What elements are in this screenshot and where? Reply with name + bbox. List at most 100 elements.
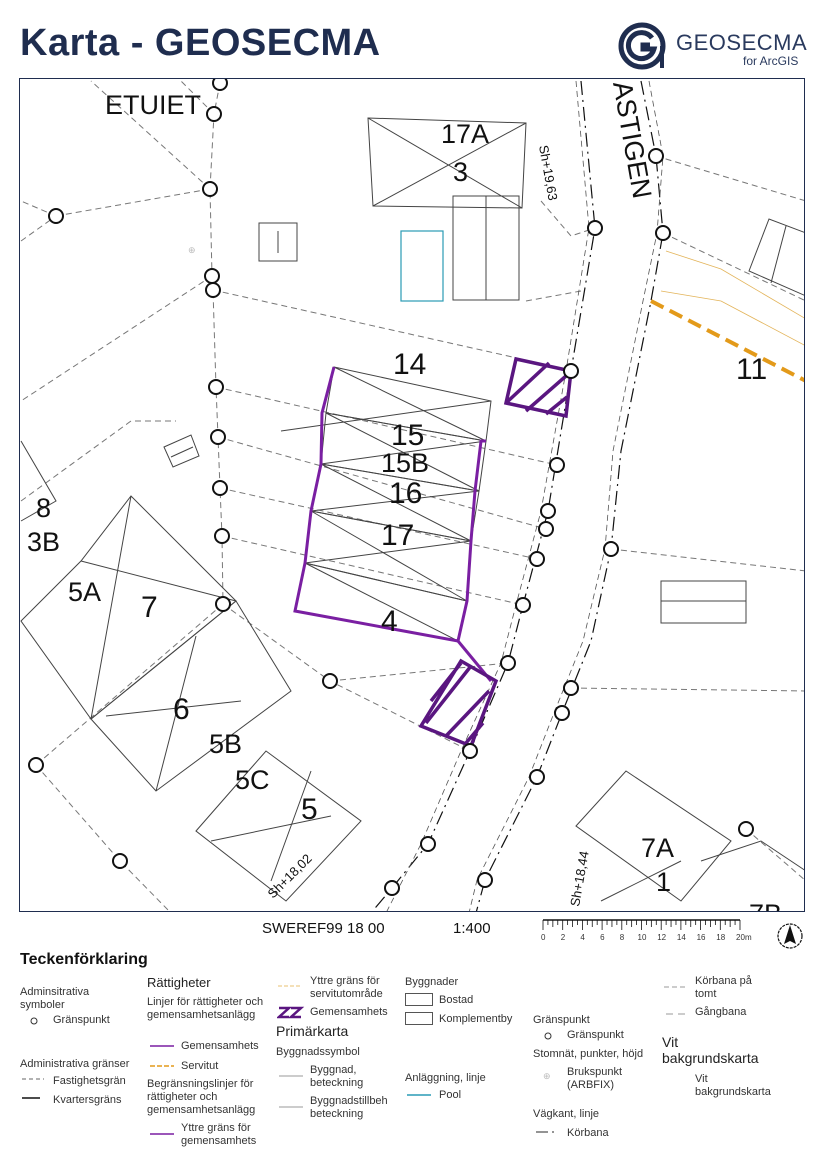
purple-line-icon: [150, 1133, 174, 1135]
legend-heading: Anläggning, linje: [405, 1072, 486, 1084]
scale-tick-label: 2: [561, 933, 566, 942]
scale-tick-label: 16: [697, 933, 706, 942]
scale-tick-label: 14: [677, 933, 686, 942]
parcel-label: 5B: [209, 729, 242, 759]
parcel-label: 5C: [235, 765, 270, 795]
legend-item: Vit bakgrundskarta: [695, 1073, 771, 1098]
legend-item: Byggnadstillbeh beteckning: [310, 1095, 388, 1120]
light-orange-dashed-line-icon: [278, 985, 302, 987]
pool-line-icon: [407, 1094, 431, 1096]
hatched-area-icon: [277, 1006, 305, 1019]
north-arrow-icon: [777, 923, 803, 949]
parcel-label: 5: [301, 793, 318, 826]
scale-tick-label: 0: [541, 933, 546, 942]
street-label: ETUIET: [105, 90, 201, 120]
legend-item: Gemensamhets: [310, 1006, 388, 1018]
pool-outline: [400, 230, 444, 302]
scale-tick-label: 6: [600, 933, 605, 942]
legend-item: Servitut: [181, 1060, 219, 1072]
parcel-label: 1: [656, 867, 671, 897]
solid-line-icon: [22, 1097, 40, 1099]
map-scale: 1:400: [453, 920, 491, 937]
dashed-line-icon: [22, 1078, 44, 1080]
logo-text: GEOSECMA: [676, 30, 808, 55]
scale-tick-label: 12: [657, 933, 666, 942]
legend-item: Fastighetsgrän: [53, 1075, 126, 1087]
dashed-line-icon: [666, 1013, 688, 1015]
reference-system: SWEREF99 18 00: [262, 920, 385, 937]
legend-heading: Primärkarta: [276, 1023, 349, 1039]
parcel-label: 3B: [27, 527, 60, 557]
brukspunkt-icon: ⊕: [188, 245, 196, 255]
parcel-label: 16: [389, 477, 422, 510]
parcel-label: 7B: [749, 899, 782, 912]
parcel-label: 14: [393, 348, 426, 381]
boundary-points: [28, 79, 754, 896]
legend-item: Yttre gräns för gemensamhets: [181, 1122, 257, 1147]
parcel-label: 4: [381, 605, 398, 638]
logo-subtext: for ArcGIS: [743, 54, 799, 68]
legend-item: Gemensamhets: [181, 1040, 259, 1052]
parcel-label: 15: [391, 419, 424, 452]
legend-item: Gångbana: [695, 1006, 747, 1018]
legend-item: Körbana: [567, 1127, 609, 1139]
legend-item: Yttre gräns för servitutområde: [310, 975, 383, 1000]
height-label: Sh+19,63: [536, 144, 561, 202]
scale-tick-label: 4: [580, 933, 585, 942]
legend-item: Byggnad, beteckning: [310, 1064, 364, 1089]
street-label: ASTIGEN: [607, 79, 657, 201]
legend-heading: Administrativa gränser: [20, 1058, 130, 1070]
page-title: Karta - GEOSECMA: [20, 22, 381, 64]
legend-heading: Gränspunkt: [533, 1014, 590, 1026]
road-edges-inner: [386, 80, 664, 911]
legend-heading: Begränsningslinjer för rättigheter och g…: [147, 1078, 256, 1116]
scale-bar: 0 2 4 6 8 10 12 14 16 18 20 m: [541, 919, 752, 942]
parcel-label: 7: [141, 591, 158, 624]
height-label: Sh+18,44: [567, 850, 592, 908]
scale-tick-label: 10: [638, 933, 647, 942]
gemensamhets-area: [418, 356, 573, 749]
scale-tick-label: 18: [716, 933, 725, 942]
parcel-label: 7A: [641, 833, 674, 863]
parcel-label: 11: [736, 353, 767, 386]
boundary-point-icon: [544, 1032, 552, 1040]
parcel-label: 6: [173, 693, 190, 726]
scale-unit: m: [745, 933, 752, 942]
map-frame[interactable]: ETUIET ASTIGEN 17A 3 Sh+19,63 14 15 15B …: [19, 78, 805, 912]
legend-item: Brukspunkt (ARBFIX): [567, 1066, 623, 1091]
road-edge-line-icon: [536, 1131, 554, 1133]
legend-heading: Rättigheter: [147, 975, 211, 990]
parcel-label: 17A: [441, 119, 489, 149]
servitut-lines: [650, 250, 804, 383]
height-label: Sh+18,02: [265, 851, 315, 901]
legend-heading: Byggnader: [405, 976, 459, 988]
scale-tick-label: 20: [736, 933, 745, 942]
brukspunkt-icon: ⊕: [543, 1071, 551, 1081]
building-box-icon: [405, 1012, 433, 1025]
legend-title: Teckenförklaring: [20, 951, 148, 968]
boundary-point-icon: [30, 1017, 38, 1025]
legend-heading: Vit bakgrundskarta: [662, 1034, 759, 1066]
parcel-label: 17: [381, 519, 414, 552]
orange-dashed-line-icon: [150, 1065, 174, 1067]
legend-item: Kvartersgräns: [53, 1094, 122, 1106]
grey-line-icon: [279, 1075, 303, 1077]
parcel-label: 15B: [381, 448, 429, 478]
scale-tick-label: 8: [620, 933, 625, 942]
parcel-label: 5A: [68, 577, 101, 607]
legend-item: Bostad: [439, 994, 474, 1006]
legend-heading: Stomnät, punkter, höjd: [533, 1048, 644, 1060]
dashed-line-icon: [664, 986, 688, 988]
legend-item: Gränspunkt: [567, 1029, 624, 1041]
legend-item: Gränspunkt: [53, 1014, 110, 1026]
parcel-label: 8: [36, 493, 51, 523]
parcel-label: 3: [453, 157, 468, 187]
legend-heading: Linjer för rättigheter och gemensamhetsa…: [147, 996, 264, 1021]
buildings: [20, 117, 804, 902]
legend-heading: Adminsitrativa symboler: [20, 986, 90, 1011]
geosecma-logo-icon: [618, 22, 666, 70]
legend-heading: Vägkant, linje: [533, 1108, 600, 1120]
grey-line-icon: [279, 1106, 303, 1108]
legend-item: Komplementby: [439, 1013, 513, 1025]
legend-item: Pool: [439, 1089, 462, 1101]
